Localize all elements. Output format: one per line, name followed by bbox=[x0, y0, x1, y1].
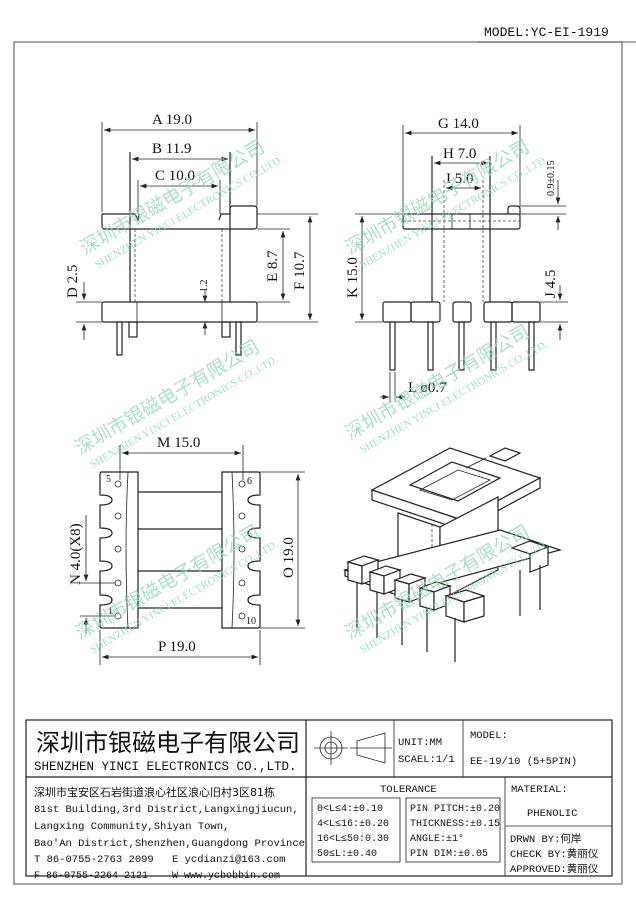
svg-text:SHENZHEN YINCI ELECTRONICS CO.: SHENZHEN YINCI ELECTRONICS CO.,LTD. bbox=[88, 353, 280, 471]
approved-by: APPROVED:黄丽仪 bbox=[510, 862, 599, 876]
projection-symbol bbox=[314, 731, 392, 765]
tolerance-row: 16<L≤50:0.30 bbox=[317, 834, 389, 845]
dim-small: 1.2 bbox=[199, 280, 210, 293]
dim-d: D 2.5 bbox=[65, 265, 81, 298]
svg-text:深圳市银磁电子有限公司: 深圳市银磁电子有限公司 bbox=[342, 321, 534, 445]
dim-m: M 15.0 bbox=[157, 435, 200, 451]
email: E ycdianzi@163.com bbox=[172, 854, 285, 866]
dim-j: J 4.5 bbox=[543, 270, 559, 298]
unit-label: UNIT:MM bbox=[398, 737, 442, 749]
model-label: MODEL: bbox=[470, 730, 508, 742]
svg-text:深圳市银磁电子有限公司: 深圳市银磁电子有限公司 bbox=[342, 136, 534, 260]
tolerance-row: THICKNESS:±0.15 bbox=[410, 819, 500, 830]
scale-label: SCAEL:1/1 bbox=[398, 754, 455, 766]
pin-6-label: 6 bbox=[247, 476, 252, 487]
bottom-view: M 15.0 5 6 1 10 N 4.0(X8) O 19.0 P 19.0 bbox=[68, 435, 305, 665]
model-header: MODEL:YC-EI-1919 bbox=[484, 25, 609, 40]
pin-blocks bbox=[346, 540, 550, 623]
dim-g: G 14.0 bbox=[438, 116, 479, 132]
pin-10-label: 10 bbox=[246, 616, 256, 627]
material-value: PHENOLIC bbox=[527, 808, 577, 820]
website: W www.ycbobbin.com bbox=[172, 870, 280, 882]
address-line-1: 81st Building,3rd District,Langxingjiucu… bbox=[34, 804, 299, 816]
dim-tab: 0.9±0.15 bbox=[546, 161, 557, 197]
phone: T 86-0755-2763 2099 bbox=[34, 854, 154, 866]
drawn-by: DRWN BY:何岸 bbox=[510, 832, 581, 846]
title-block: 深圳市银磁电子有限公司 SHENZHEN YINCI ELECTRONICS C… bbox=[25, 719, 613, 882]
dim-h: H 7.0 bbox=[443, 146, 476, 162]
model-value: EE-19/10 (5+5PIN) bbox=[470, 756, 577, 768]
side-view: A 19.0 B 11.9 C 10.0 D 2.5 1.2 E 8.7 F 1… bbox=[65, 112, 318, 356]
tolerance-row: 50≤L:±0.40 bbox=[317, 849, 377, 860]
watermark: 深圳市银磁电子有限公司 SHENZHEN YINCI ELECTRONICS CO… bbox=[72, 136, 551, 656]
dim-k: K 15.0 bbox=[345, 257, 361, 298]
tolerance-row: 0<L≤4:±0.10 bbox=[317, 804, 383, 815]
dim-l: L ø0.7 bbox=[408, 380, 447, 396]
dim-b: B 11.9 bbox=[152, 141, 191, 157]
dim-n: N 4.0(X8) bbox=[68, 523, 84, 585]
tolerance-row: PIN PITCH:±0.20 bbox=[410, 804, 500, 815]
dim-p: P 19.0 bbox=[158, 639, 196, 655]
pin-5-label: 5 bbox=[106, 474, 111, 485]
dim-c: C 10.0 bbox=[155, 168, 195, 184]
pin-1-label: 1 bbox=[108, 606, 113, 617]
fax: F 86-0755-2264 2121 bbox=[34, 871, 148, 882]
company-name-en: SHENZHEN YINCI ELECTRONICS CO.,LTD. bbox=[34, 760, 297, 774]
address-line-3: Bao'An District,Shenzhen,Guangdong Provi… bbox=[34, 838, 305, 850]
company-name-cn: 深圳市银磁电子有限公司 bbox=[36, 729, 300, 757]
dim-f: F 10.7 bbox=[292, 251, 308, 290]
dim-i: I 5.0 bbox=[446, 171, 474, 187]
front-view: G 14.0 H 7.0 I 5.0 0.9±0.15 K 15.0 J 4.5… bbox=[345, 116, 568, 402]
isometric-view bbox=[342, 447, 563, 662]
address-cn: 深圳市宝安区石岩街道浪心社区浪心旧村3区81栋 bbox=[34, 785, 275, 799]
tolerance-row: ANGLE:±1° bbox=[410, 833, 464, 845]
tolerance-title: TOLERANCE bbox=[380, 784, 437, 796]
outer-frame bbox=[13, 41, 623, 885]
dim-a: A 19.0 bbox=[152, 112, 192, 128]
tolerance-row: PIN DIM:±0.05 bbox=[410, 849, 488, 860]
tolerance-row: 4<L≤16:±0.20 bbox=[317, 819, 389, 830]
address-line-2: Langxing Community,Shiyan Town, bbox=[34, 821, 229, 833]
dim-e: E 8.7 bbox=[265, 250, 281, 282]
checked-by: CHECK BY:黄丽仪 bbox=[510, 847, 599, 861]
material-label: MATERIAL: bbox=[511, 784, 568, 796]
dim-o: O 19.0 bbox=[281, 537, 297, 578]
